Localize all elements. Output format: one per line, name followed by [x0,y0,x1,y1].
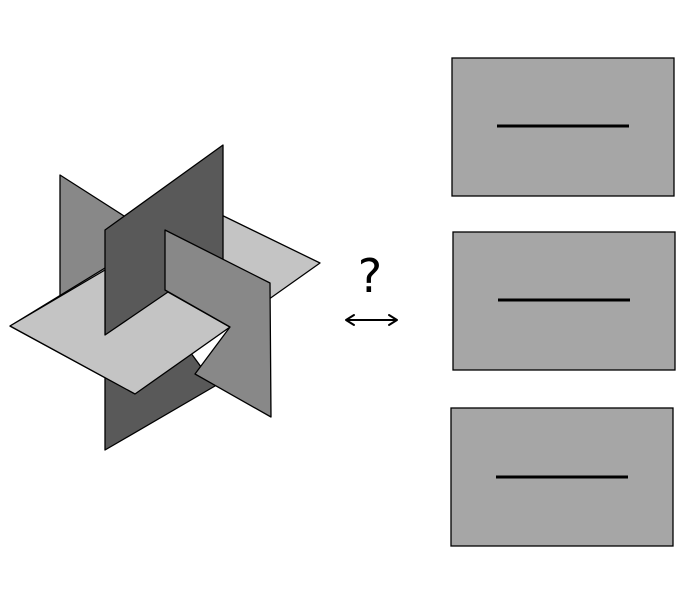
plane-mid-vertical [164,229,272,418]
question-mark: ? [358,249,382,303]
cross-section-card-3 [450,407,674,547]
cross-section-card-2 [452,231,676,371]
cross-section-card-1 [451,57,675,197]
double-headed-arrow-icon [345,314,398,326]
three-intersecting-planes-icon [9,144,321,451]
